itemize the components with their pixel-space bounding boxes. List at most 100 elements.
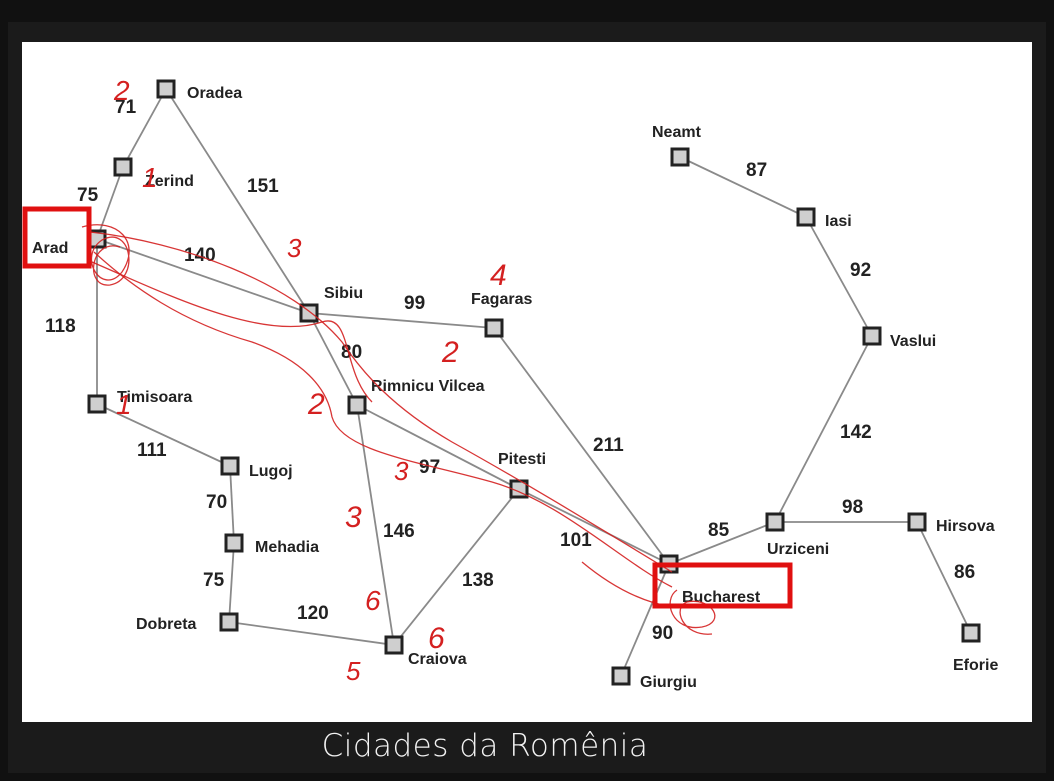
city-label-lugoj: Lugoj (249, 463, 293, 480)
city-label-giurgiu: Giurgiu (640, 674, 697, 691)
city-label-arad: Arad (32, 240, 68, 257)
city-label-bucharest: Bucharest (682, 589, 761, 606)
road-distance-rimnicu-pitesti: 97 (419, 457, 440, 478)
road-urziceni-vaslui (774, 335, 873, 523)
ink-stroke (669, 589, 716, 635)
city-label-timisoara: Timisoara (117, 389, 192, 406)
road-zerind-arad (96, 166, 124, 240)
city-label-rimnicu: Rimnicu Vilcea (371, 378, 485, 395)
road-distance-pitesti-bucharest: 101 (560, 530, 592, 551)
city-label-hirsova: Hirsova (936, 518, 995, 535)
city-node-neamt[interactable] (670, 147, 690, 167)
road-bucharest-giurgiu (620, 563, 670, 677)
road-distance-urziceni-vaslui: 142 (840, 422, 872, 443)
road-distance-fagaras-bucharest: 211 (593, 435, 624, 456)
handwritten-number: 6 (365, 585, 381, 616)
handwritten-number: 4 (490, 259, 507, 292)
city-node-fagaras[interactable] (484, 318, 504, 338)
road-distance-oradea-zerind: 71 (115, 97, 137, 118)
handwritten-number: 1 (142, 162, 158, 193)
ink-stroke (93, 251, 673, 588)
city-label-pitesti: Pitesti (498, 451, 546, 468)
city-label-oradea: Oradea (187, 85, 242, 102)
road-distance-vaslui-iasi: 92 (850, 260, 871, 281)
road-timisoara-lugoj (96, 403, 231, 467)
road-iasi-neamt (679, 156, 807, 218)
road-distance-bucharest-giurgiu: 90 (652, 623, 673, 644)
road-arad-sibiu (96, 238, 310, 314)
road-distance-lugoj-mehadia: 70 (206, 492, 227, 513)
road-vaslui-iasi (805, 216, 873, 337)
road-distance-mehadia-dobreta: 75 (203, 570, 225, 591)
road-distance-craiova-pitesti: 138 (462, 570, 494, 591)
handwritten-number: 3 (287, 233, 302, 263)
road-hirsova-eforie (916, 521, 972, 634)
ink-stroke (91, 261, 373, 403)
ink-stroke (89, 231, 673, 573)
handwritten-number: 2 (307, 388, 325, 421)
city-node-hirsova[interactable] (907, 512, 927, 532)
road-distance-rimnicu-craiova: 146 (383, 521, 415, 542)
city-label-fagaras: Fagaras (471, 291, 532, 308)
city-label-neamt: Neamt (652, 124, 702, 141)
ink-stroke (581, 561, 673, 608)
road-sibiu-rimnicu (308, 312, 358, 406)
city-node-iasi[interactable] (796, 207, 816, 227)
city-label-craiova: Craiova (408, 651, 467, 668)
road-lugoj-mehadia (229, 465, 235, 544)
road-distance-iasi-neamt: 87 (746, 160, 767, 181)
city-node-timisoara[interactable] (87, 394, 107, 414)
city-label-zerind: Zerind (145, 173, 194, 190)
road-mehadia-dobreta (228, 542, 235, 623)
handwritten-number: 3 (394, 456, 409, 486)
city-node-dobreta[interactable] (219, 612, 239, 632)
city-node-vaslui[interactable] (862, 326, 882, 346)
handwritten-number: 6 (428, 622, 445, 655)
road-sibiu-fagaras (308, 312, 495, 329)
handwritten-number: 1 (116, 389, 132, 420)
city-node-giurgiu[interactable] (611, 666, 631, 686)
city-node-zerind[interactable] (113, 157, 133, 177)
caption: Cidades da Romênia (321, 728, 649, 764)
road-distance-dobreta-craiova: 120 (297, 603, 329, 624)
city-label-eforie: Eforie (953, 657, 998, 674)
road-distance-bucharest-urziceni: 85 (708, 520, 730, 541)
road-distance-hirsova-eforie: 86 (954, 562, 975, 583)
road-oradea-sibiu (165, 88, 310, 314)
highlight-box-bucharest (652, 562, 793, 609)
city-node-sibiu[interactable] (299, 303, 319, 323)
road-distance-sibiu-fagaras: 99 (404, 293, 425, 314)
road-craiova-pitesti (393, 488, 520, 646)
city-label-iasi: Iasi (825, 213, 852, 230)
road-pitesti-bucharest (518, 488, 670, 565)
handwritten-number: 3 (345, 501, 362, 534)
road-rimnicu-pitesti (356, 404, 520, 490)
city-label-urziceni: Urziceni (767, 541, 829, 558)
city-node-eforie[interactable] (961, 623, 981, 643)
city-node-mehadia[interactable] (224, 533, 244, 553)
road-fagaras-bucharest (493, 327, 670, 565)
handwritten-number: 2 (113, 75, 130, 106)
road-distance-arad-timisoara: 118 (45, 316, 76, 337)
handwritten-number: 2 (441, 336, 459, 369)
city-label-dobreta: Dobreta (136, 616, 197, 633)
city-node-rimnicu[interactable] (347, 395, 367, 415)
city-node-lugoj[interactable] (220, 456, 240, 476)
city-node-craiova[interactable] (384, 635, 404, 655)
road-distance-timisoara-lugoj: 111 (137, 440, 167, 461)
highlight-box-arad (22, 206, 92, 269)
handwritten-number: 5 (346, 656, 361, 686)
road-distance-zerind-arad: 75 (77, 185, 99, 206)
road-distance-urziceni-hirsova: 98 (842, 497, 863, 518)
road-distance-arad-sibiu: 140 (184, 245, 216, 266)
city-node-oradea[interactable] (156, 79, 176, 99)
city-label-sibiu: Sibiu (324, 285, 363, 302)
road-bucharest-urziceni (668, 521, 776, 565)
ink-stroke (81, 224, 130, 286)
city-node-urziceni[interactable] (765, 512, 785, 532)
road-oradea-zerind (122, 88, 167, 168)
road-dobreta-craiova (228, 621, 395, 646)
road-distance-oradea-sibiu: 151 (247, 176, 279, 197)
